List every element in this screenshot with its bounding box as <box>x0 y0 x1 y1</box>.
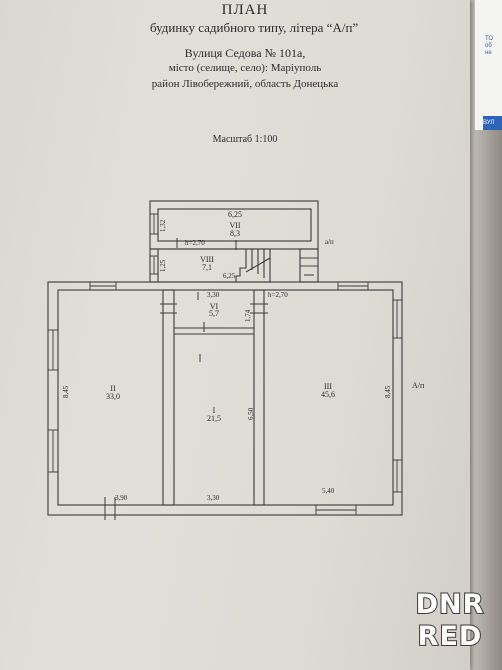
dim-1-25: 1,25 <box>159 259 167 272</box>
watermark-logo: DNR RED <box>408 586 492 658</box>
dim-6-25-lower: 6,25 <box>223 272 236 280</box>
room-vii-id: VII <box>229 221 240 230</box>
room-viii-id: VIII <box>200 255 214 264</box>
dim-3-30-top: 3,30 <box>207 291 220 299</box>
room-iii-id: III <box>324 382 332 391</box>
dim-5-40: 5,40 <box>322 487 335 495</box>
dim-1-74: 1,74 <box>244 309 252 322</box>
room-i-id: I <box>213 406 216 415</box>
dim-3-30-bottom: 3,30 <box>207 494 220 502</box>
side-sticker: ТО об не ВУЛ <box>474 0 502 130</box>
dim-1-32: 1,32 <box>159 219 167 232</box>
room-ii-area: 33,0 <box>106 392 120 401</box>
litera-main: А/п <box>412 381 425 390</box>
room-i-area: 21,5 <box>207 414 221 423</box>
sticker-text: ТО об не <box>485 36 494 56</box>
dim-6-50: 6,50 <box>247 407 255 420</box>
floor-plan-drawing: 6,25 VII 8,3 VIII 7,1 VI 5,7 II 33,0 I 2… <box>47 200 425 520</box>
room-iii-area: 45,6 <box>321 390 335 399</box>
plan-subtitle: будинку садибного типу, літера “А/п” <box>150 20 359 35</box>
dim-3-90: 3,90 <box>115 494 128 502</box>
dim-h270-annex: h=2,70 <box>185 239 205 247</box>
room-viii-area: 7,1 <box>202 263 212 272</box>
door-ticks <box>104 238 314 520</box>
watermark-line-2: RED <box>417 621 483 653</box>
dim-8-45-left: 8,45 <box>62 385 70 398</box>
window-marks <box>47 213 403 516</box>
dim-h270-main: h=2,70 <box>268 291 288 299</box>
litera-small: а/п <box>325 238 334 246</box>
plan-title: ПЛАН <box>221 2 269 18</box>
address-district: район Лівобережний, область Донецька <box>151 78 339 90</box>
wall-lines <box>47 200 403 516</box>
room-vii-area: 8,3 <box>230 229 240 238</box>
room-vi-area: 5,7 <box>209 309 219 318</box>
sticker-strip: ВУЛ <box>483 116 502 130</box>
dim-8-45-right: 8,45 <box>384 385 392 398</box>
room-vi-id: VI <box>210 302 219 311</box>
watermark-line-1: DNR <box>415 589 485 621</box>
room-ii-id: II <box>110 384 116 393</box>
scale-label: Масштаб 1:100 <box>212 134 278 145</box>
room-vii-width: 6,25 <box>228 210 242 219</box>
address-city: місто (селище, село): Маріуполь <box>168 62 322 74</box>
address-street: Вулиця Седова № 101а, <box>184 46 306 60</box>
paper-sheet <box>0 0 470 670</box>
